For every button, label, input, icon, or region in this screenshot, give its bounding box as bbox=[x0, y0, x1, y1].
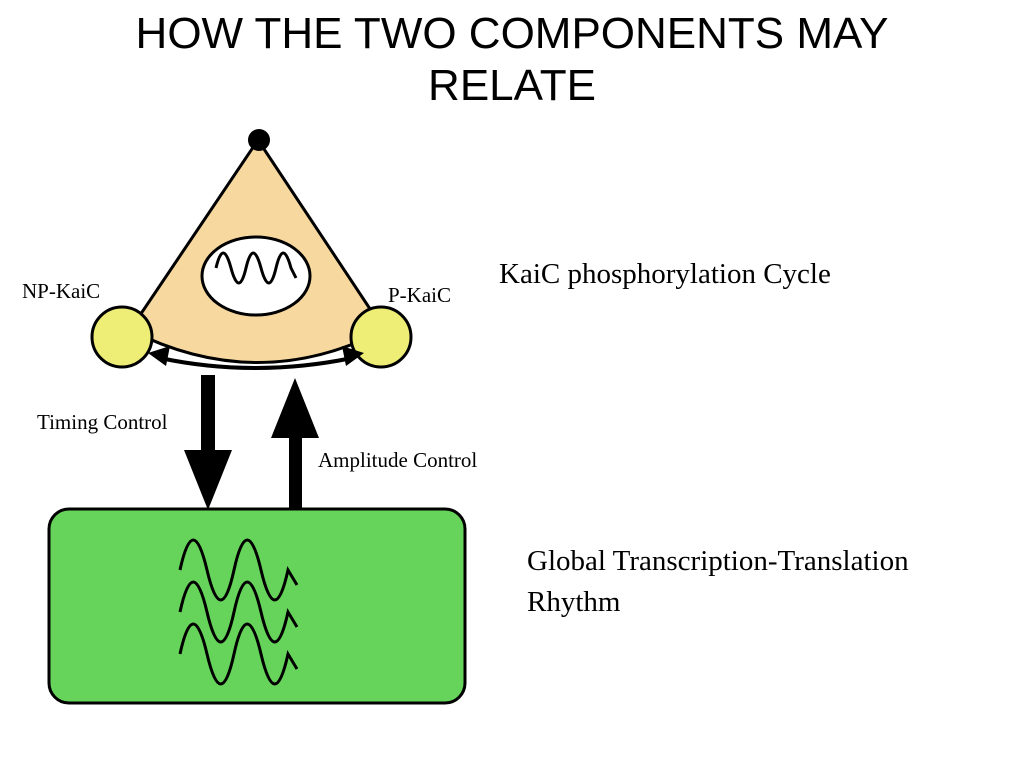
p-kaic-node bbox=[349, 305, 413, 369]
cycle-label: KaiC phosphorylation Cycle bbox=[499, 258, 831, 290]
timing-control-label: Timing Control bbox=[37, 410, 168, 434]
np-kaic-label: NP-KaiC bbox=[22, 279, 100, 303]
amplitude-arrow-shaft bbox=[289, 436, 302, 512]
rhythm-wave-3-icon bbox=[178, 622, 299, 686]
title-line-2: RELATE bbox=[428, 61, 596, 110]
timing-arrow-shaft bbox=[201, 375, 215, 465]
slide-title: HOW THE TWO COMPONENTS MAY RELATE bbox=[0, 8, 1024, 112]
rhythm-wave-2-icon bbox=[178, 580, 299, 644]
apex-dot bbox=[248, 129, 270, 151]
arrowhead-right-icon bbox=[342, 346, 364, 366]
rhythm-label-line-2: Rhythm bbox=[527, 586, 621, 618]
phosphorylation-double-arrow bbox=[159, 356, 353, 370]
title-line-1: HOW THE TWO COMPONENTS MAY bbox=[135, 9, 889, 58]
rhythm-box bbox=[47, 507, 467, 705]
timing-arrow-head-icon bbox=[184, 450, 232, 510]
rhythm-wave-1-icon bbox=[178, 538, 299, 602]
rhythm-label-line-1: Global Transcription-Translation bbox=[527, 545, 909, 577]
amplitude-arrow-head-icon bbox=[271, 378, 319, 438]
np-kaic-node bbox=[90, 305, 154, 369]
oscillator-ellipse bbox=[200, 235, 312, 317]
arrowhead-left-icon bbox=[148, 346, 170, 366]
amplitude-control-label: Amplitude Control bbox=[318, 448, 477, 472]
oscillator-wave-icon bbox=[214, 251, 298, 285]
p-kaic-label: P-KaiC bbox=[388, 283, 451, 307]
